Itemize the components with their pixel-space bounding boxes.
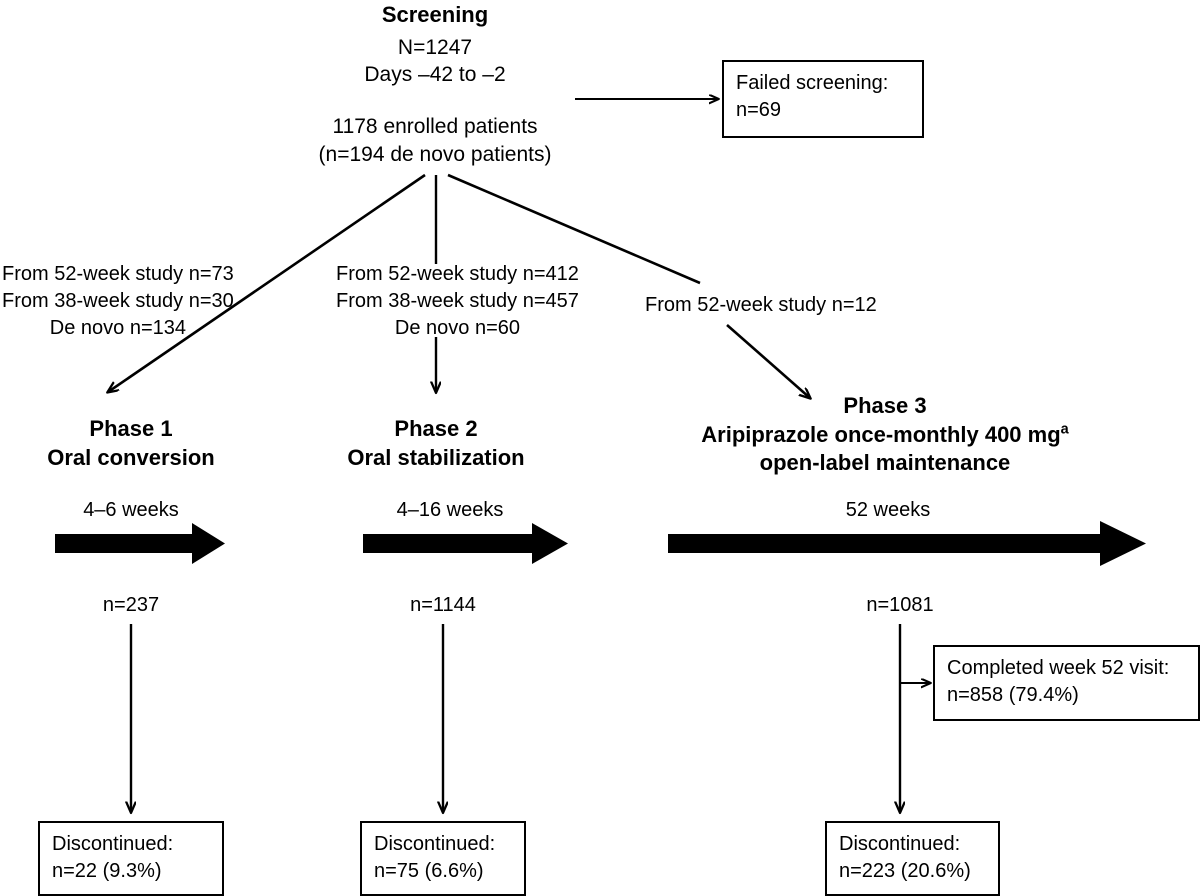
phase1-source-line2: From 38-week study n=30 — [2, 289, 234, 312]
phase-1-n-label: n=237 — [102, 594, 160, 616]
phase-2-discontinued-box: Discontinued: n=75 (6.6%) — [360, 821, 526, 896]
phase-3-n-label: n=1081 — [866, 594, 934, 616]
screening-n: N=1247 — [397, 36, 473, 59]
phase-1-descriptor: Oral conversion — [47, 444, 215, 470]
phase2-source-line2: From 38-week study n=457 — [336, 289, 579, 312]
phase-3-footnote-marker: a — [1060, 421, 1069, 438]
completed-week-52-line2: n=858 (79.4%) — [947, 684, 1079, 706]
phase-3-heading: Phase 3 Aripiprazole once-monthly 400 mg… — [701, 392, 1068, 478]
enrolled-patients-line2: (n=194 de novo patients) — [318, 143, 552, 166]
completed-week-52-box: Completed week 52 visit: n=858 (79.4%) — [933, 645, 1200, 721]
phase-1-duration-label: 4–6 weeks — [83, 499, 179, 521]
phase-1-discontinued-line1: Discontinued: — [52, 833, 174, 855]
phase-2-name: Phase 2 — [394, 416, 478, 441]
phase1-duration-arrow — [55, 523, 225, 564]
phase-1-discontinued-box: Discontinued: n=22 (9.3%) — [38, 821, 224, 896]
phase-3-descriptor-line1: Aripiprazole once-monthly 400 mga — [701, 421, 1068, 450]
phase-1-name: Phase 1 — [89, 416, 173, 441]
phase1-source-line3: De novo n=134 — [49, 316, 186, 339]
phase-2-descriptor: Oral stabilization — [347, 444, 525, 470]
phase1-source-line1: From 52-week study n=73 — [2, 263, 234, 285]
enrolled-patients-line1: 1178 enrolled patients — [332, 115, 538, 138]
phase-2-discontinued-line1: Discontinued: — [374, 833, 496, 855]
phase-2-discontinued-line2: n=75 (6.6%) — [374, 860, 484, 882]
phase2-source-line1: From 52-week study n=412 — [336, 263, 579, 285]
phase3-source-line1: From 52-week study n=12 — [645, 294, 877, 316]
phase1-source-labels: From 52-week study n=73 From 38-week stu… — [2, 261, 234, 341]
phase-2-heading: Phase 2 Oral stabilization — [347, 415, 524, 472]
phase-1-heading: Phase 1 Oral conversion — [47, 415, 215, 472]
phase-3-descriptor-text: Aripiprazole once-monthly 400 mg — [701, 421, 1061, 447]
phase3-duration-arrow — [668, 521, 1146, 566]
screening-heading: Screening — [381, 2, 489, 27]
failed-screening-line2: n=69 — [736, 99, 782, 121]
phase-3-discontinued-box: Discontinued: n=223 (20.6%) — [825, 821, 1000, 896]
phase-3-duration-label: 52 weeks — [845, 499, 931, 521]
completed-week-52-line1: Completed week 52 visit: — [947, 657, 1170, 679]
arrow-enrolled-to-phase3-lower — [726, 324, 810, 398]
phase-3-name: Phase 3 — [843, 393, 927, 418]
phase-3-discontinued-line2: n=223 (20.6%) — [839, 860, 971, 882]
phase2-source-labels: From 52-week study n=412 From 38-week st… — [336, 261, 579, 341]
phase-2-n-label: n=1144 — [410, 594, 476, 616]
failed-screening-box: Failed screening: n=69 — [722, 60, 924, 138]
phase-3-discontinued-line1: Discontinued: — [839, 833, 961, 855]
phase-1-discontinued-line2: n=22 (9.3%) — [52, 860, 162, 882]
screening-days: Days –42 to –2 — [364, 63, 506, 86]
phase-3-descriptor-line2: open-label maintenance — [759, 450, 1011, 476]
phase2-duration-arrow — [363, 523, 568, 564]
failed-screening-line1: Failed screening: — [736, 72, 889, 94]
phase2-source-line3: De novo n=60 — [394, 316, 520, 339]
phase-2-duration-label: 4–16 weeks — [396, 499, 504, 521]
